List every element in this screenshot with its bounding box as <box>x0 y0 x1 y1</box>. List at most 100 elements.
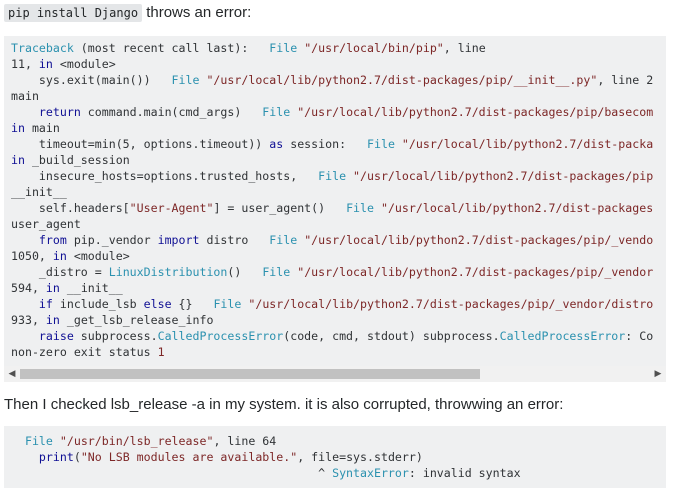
code-line: print("No LSB modules are available.", f… <box>11 450 423 464</box>
code-line: 594, in __init__ <box>11 281 123 295</box>
code-token <box>374 201 381 215</box>
code-line: 1050, in <module> <box>11 249 130 263</box>
code-token: File <box>24 434 53 448</box>
code-token: <module> <box>52 57 116 71</box>
code-token: print <box>38 450 74 464</box>
code-token: "/usr/local/lib/python2.7/dist-packages <box>380 201 654 215</box>
code-token: ( <box>73 450 81 464</box>
code-line: non-zero exit status 1 <box>11 345 165 359</box>
code-token <box>11 329 39 343</box>
code-token: in <box>45 281 60 295</box>
code-token: Traceback <box>11 41 74 55</box>
code-token <box>11 105 39 119</box>
lsb-paragraph: Then I checked lsb_release -a in my syst… <box>4 396 564 413</box>
code-line: if include_lsb else {} File "/usr/local/… <box>11 297 653 311</box>
code-token: command.main(cmd_args) <box>80 105 263 119</box>
traceback-code: Traceback (most recent call last): File … <box>4 36 666 360</box>
code-token: main <box>24 121 60 135</box>
code-line: File "/usr/bin/lsb_release", line 64 <box>11 434 276 448</box>
code-token: File <box>367 137 395 151</box>
code-token: sys.exit(main()) <box>11 73 172 87</box>
code-token: "/usr/local/lib/python2.7/dist-packages/… <box>353 169 654 183</box>
scroll-left-arrow-icon[interactable]: ◀ <box>8 369 16 379</box>
code-token: "/usr/local/bin/pip" <box>304 41 444 55</box>
code-line: user_agent <box>11 217 81 231</box>
code-line: insecure_hosts=options.trusted_hosts, Fi… <box>11 169 653 183</box>
code-token: in <box>52 249 67 263</box>
code-token: File <box>171 73 200 87</box>
code-token: , line <box>443 41 486 55</box>
code-token: import <box>157 233 200 247</box>
code-token: , file=sys.stderr) <box>297 450 423 464</box>
code-token: 1 <box>157 345 165 359</box>
code-token: if <box>38 297 53 311</box>
code-token: __init__ <box>59 281 123 295</box>
code-line: 933, in _get_lsb_release_info <box>11 313 213 327</box>
code-token: in <box>38 57 53 71</box>
code-token: File <box>318 169 347 183</box>
code-token: user_agent <box>11 217 81 231</box>
inline-command: pip install Django <box>4 4 143 22</box>
code-token: distro <box>199 233 270 247</box>
intro-text: throws an error: <box>142 4 252 21</box>
code-token <box>11 450 39 464</box>
code-token: File <box>346 201 374 215</box>
horizontal-scrollbar[interactable]: ◀ ▶ <box>4 366 666 382</box>
code-line: timeout=min(5, options.timeout)) as sess… <box>11 137 653 151</box>
code-token: (code, cmd, stdout) subprocess. <box>283 329 500 343</box>
code-token: File <box>213 297 242 311</box>
code-token <box>346 169 353 183</box>
code-token: ^ <box>11 466 333 480</box>
code-token: , line 64 <box>213 434 277 448</box>
code-token: return <box>38 105 81 119</box>
code-token: CalledProcessError <box>157 329 284 343</box>
code-token: "/usr/local/lib/python2.7/dist-packages/… <box>304 233 654 247</box>
code-line: in main <box>11 121 60 135</box>
code-token: , line 2 <box>597 73 654 87</box>
code-token <box>11 434 25 448</box>
code-token: from <box>38 233 67 247</box>
code-token: session: <box>283 137 367 151</box>
code-token: 11, <box>11 57 39 71</box>
code-line: main <box>11 89 39 103</box>
code-token: ] = user_agent() <box>213 201 347 215</box>
code-token: CalledProcessError <box>499 329 626 343</box>
code-token: non-zero exit status <box>11 345 158 359</box>
code-token <box>11 297 39 311</box>
code-token: File <box>262 265 291 279</box>
code-token: _get_lsb_release_info <box>59 313 214 327</box>
code-token: {} <box>171 297 214 311</box>
code-token: File <box>269 41 298 55</box>
code-token: in <box>45 313 60 327</box>
lsb-error-code: File "/usr/bin/lsb_release", line 64 pri… <box>4 426 666 481</box>
code-token: in <box>11 153 25 167</box>
traceback-code-block[interactable]: Traceback (most recent call last): File … <box>4 36 666 382</box>
scroll-right-arrow-icon[interactable]: ▶ <box>654 369 662 379</box>
code-token: 594, <box>11 281 46 295</box>
code-token: (most recent call last): <box>73 41 270 55</box>
code-line: Traceback (most recent call last): File … <box>11 41 486 55</box>
code-token: : Co <box>625 329 654 343</box>
code-token: subprocess. <box>73 329 158 343</box>
code-token: "/usr/bin/lsb_release" <box>59 434 214 448</box>
code-line: 11, in <module> <box>11 57 116 71</box>
code-token: "/usr/local/lib/python2.7/dist-packages/… <box>206 73 598 87</box>
code-token: "User-Agent" <box>129 201 214 215</box>
code-token <box>11 233 39 247</box>
code-token: : invalid syntax <box>408 466 521 480</box>
code-token: __init__ <box>11 185 67 199</box>
code-line: in _build_session <box>11 153 130 167</box>
code-token: () <box>227 265 263 279</box>
scrollbar-thumb[interactable] <box>20 369 480 379</box>
code-line: __init__ <box>11 185 67 199</box>
code-token: include_lsb <box>52 297 144 311</box>
code-token: 1050, <box>11 249 53 263</box>
code-token: File <box>269 233 298 247</box>
code-token: else <box>143 297 172 311</box>
code-line: sys.exit(main()) File "/usr/local/lib/py… <box>11 73 653 87</box>
lsb-error-code-block: File "/usr/bin/lsb_release", line 64 pri… <box>4 426 666 488</box>
code-token: pip._vendor <box>66 233 158 247</box>
code-token: "No LSB modules are available." <box>80 450 298 464</box>
code-token: "/usr/local/lib/python2.7/dist-packages/… <box>297 105 654 119</box>
